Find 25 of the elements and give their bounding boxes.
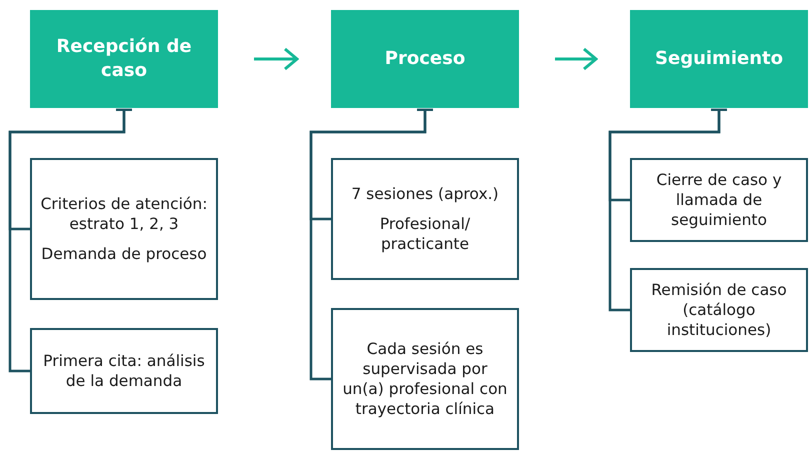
- arrow: [254, 48, 298, 70]
- detail-text: Remisión de caso (catálogo instituciones): [650, 280, 788, 340]
- stage-title: Recepción de caso: [55, 35, 193, 83]
- bracket-connector: [8, 108, 134, 372]
- detail-text: Primera cita: análisis de la demanda: [42, 351, 206, 391]
- detail-box: [331, 308, 519, 450]
- bracket-connector: [310, 108, 434, 380]
- detail-text: Cierre de caso y llamada de seguimiento: [655, 170, 783, 230]
- detail-box: [630, 268, 808, 352]
- stage-title: Proceso: [384, 47, 466, 71]
- arrow: [555, 48, 598, 70]
- detail-box: [630, 158, 808, 242]
- detail-box: [30, 328, 218, 414]
- stage-header-box: [630, 10, 808, 108]
- detail-text: Criterios de atención: estrato 1, 2, 3: [40, 194, 208, 234]
- stage-title: Seguimiento: [655, 47, 783, 71]
- detail-box: [30, 158, 218, 300]
- detail-text: Cada sesión es supervisada por un(a) profesional con trayectoria clínica: [342, 339, 508, 419]
- stage-header-box: [30, 10, 218, 108]
- bracket-connector: [608, 108, 728, 312]
- detail-text: 7 sesiones (aprox.): [351, 184, 499, 204]
- stage-header-box: [331, 10, 519, 108]
- detail-text: Profesional/ practicante: [378, 214, 472, 254]
- detail-text: Demanda de proceso: [41, 244, 207, 264]
- detail-box: [331, 158, 519, 280]
